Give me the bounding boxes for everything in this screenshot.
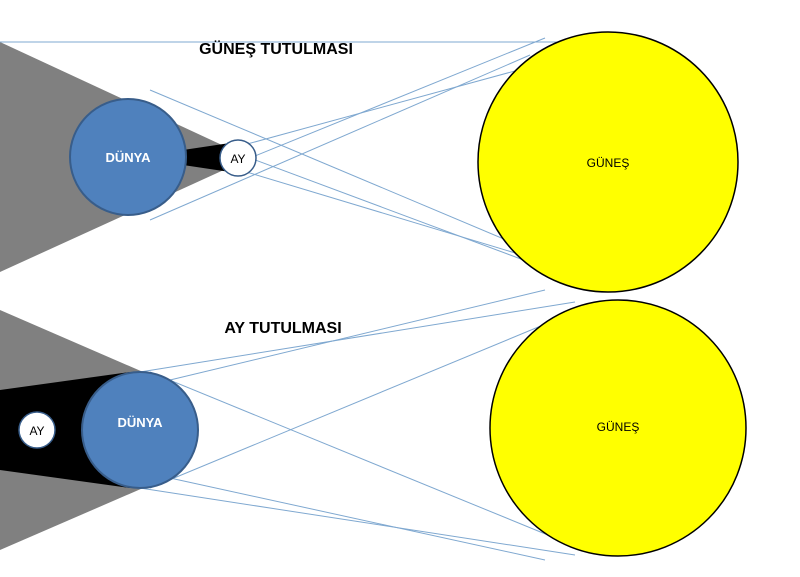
lunar-ray <box>139 487 576 556</box>
solar-eclipse-panel: DÜNYA AY GÜNEŞ GÜNEŞ TUTULMASI <box>0 31 739 293</box>
solar-umbra-shadow <box>183 143 230 172</box>
lunar-moon-label: AY <box>29 424 44 438</box>
lunar-moon <box>18 411 56 449</box>
solar-ray <box>149 89 531 251</box>
solar-ray <box>239 169 556 266</box>
solar-eclipse-title: GÜNEŞ TUTULMASI <box>199 39 353 58</box>
solar-earth-label: DÜNYA <box>105 150 151 165</box>
lunar-ray <box>139 301 576 373</box>
lunar-eclipse-title: AY TUTULMASI <box>224 320 341 337</box>
solar-earth-globe <box>69 98 187 216</box>
lunar-eclipse-panel: DÜNYA AY GÜNEŞ AY TUTULMASI <box>0 289 747 561</box>
lunar-light-rays <box>139 289 576 561</box>
lunar-ray <box>169 289 546 381</box>
solar-light-rays <box>0 37 575 269</box>
lunar-ray <box>169 477 546 561</box>
solar-sun <box>477 31 739 293</box>
solar-ray <box>249 37 546 159</box>
lunar-sun-label: GÜNEŞ <box>597 420 640 434</box>
solar-ray <box>149 54 531 221</box>
lunar-earth-label: DÜNYA <box>117 415 163 430</box>
solar-ray <box>239 59 556 147</box>
lunar-ray <box>149 317 561 489</box>
solar-sun-label: GÜNEŞ <box>587 156 630 170</box>
solar-ray <box>249 157 546 269</box>
lunar-ray <box>149 371 561 541</box>
solar-moon-label: AY <box>230 152 245 166</box>
solar-moon <box>219 139 257 177</box>
lunar-earth-globe <box>81 371 199 489</box>
lunar-sun <box>489 299 747 557</box>
